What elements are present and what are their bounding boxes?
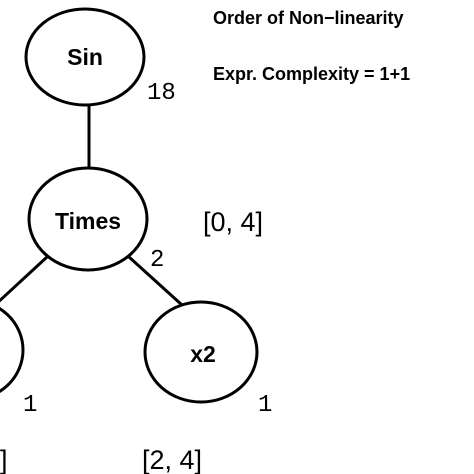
expression-complexity-text: Expr. Complexity = 1+1 — [213, 64, 410, 84]
node-sin: Sin — [24, 7, 146, 107]
node-times-range: [0, 4] — [203, 207, 263, 237]
node-times: Times — [27, 166, 149, 272]
node-left-child-count: 1 — [23, 392, 37, 419]
node-times-count: 2 — [150, 247, 164, 274]
node-times-label: Times — [55, 208, 121, 234]
edge-times-x2 — [127, 255, 184, 307]
node-x2-range: [2, 4] — [142, 445, 202, 474]
node-times-circle — [27, 166, 149, 272]
edge-times-left — [0, 255, 49, 303]
order-of-nonlinearity-text: Order of Non−linearity — [213, 8, 404, 28]
node-sin-label: Sin — [67, 44, 103, 70]
node-sin-circle — [24, 7, 146, 107]
node-left-child-circle — [0, 307, 25, 393]
node-x2: x2 — [143, 300, 259, 404]
node-left-child — [0, 307, 25, 393]
node-left-child-range: ] — [0, 445, 8, 474]
node-sin-count: 18 — [147, 80, 176, 107]
node-x2-circle — [143, 300, 259, 404]
node-x2-count: 1 — [258, 392, 272, 419]
node-x2-label: x2 — [190, 341, 216, 367]
